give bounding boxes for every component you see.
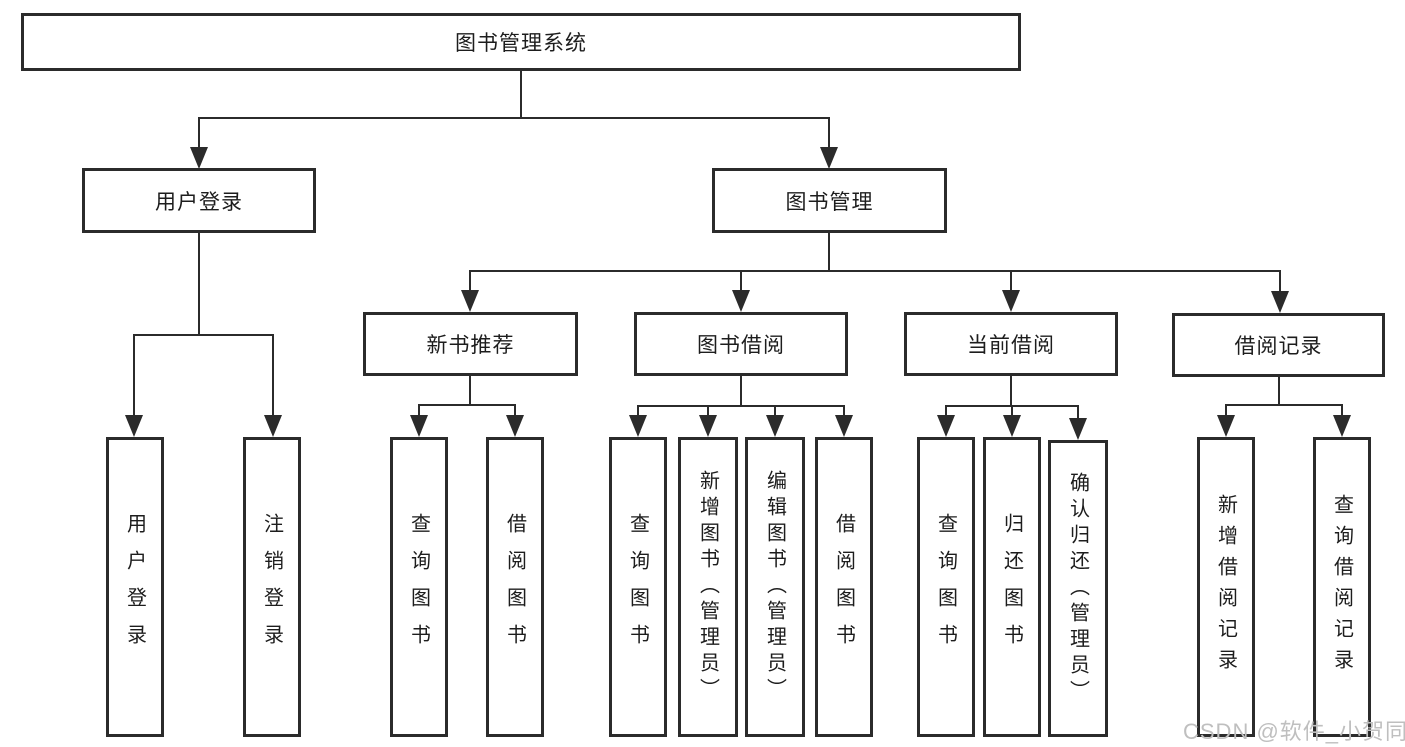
leaf-current-confirm-return-admin: 确认归还（管理员） xyxy=(1048,440,1108,737)
node-root-label: 图书管理系统 xyxy=(455,32,587,55)
leaf-records-add-record-label: 新增借阅记录 xyxy=(1214,494,1237,680)
leaf-borrowing-add-books-admin-label: 新增图书（管理员） xyxy=(696,470,719,704)
node-user-login-label: 用户登录 xyxy=(155,190,243,214)
leaf-records-add-record: 新增借阅记录 xyxy=(1197,437,1255,737)
node-book-management-label: 图书管理 xyxy=(785,190,874,214)
leaf-recommend-borrow-books-label: 借阅图书 xyxy=(503,513,526,661)
leaf-borrowing-query-books-label: 查询图书 xyxy=(626,513,649,661)
leaf-borrowing-borrow-books: 借阅图书 xyxy=(815,437,873,737)
leaf-logout: 注销登录 xyxy=(243,437,301,737)
leaf-current-query-books: 查询图书 xyxy=(917,437,975,737)
leaf-records-query-record: 查询借阅记录 xyxy=(1313,437,1371,737)
leaf-borrowing-add-books-admin: 新增图书（管理员） xyxy=(678,437,738,737)
node-book-borrowing: 图书借阅 xyxy=(634,312,848,376)
leaf-user-login-label: 用户登录 xyxy=(123,513,146,661)
leaf-recommend-borrow-books: 借阅图书 xyxy=(486,437,544,737)
leaf-borrowing-query-books: 查询图书 xyxy=(609,437,667,737)
leaf-current-return-books-label: 归还图书 xyxy=(1000,513,1023,661)
node-book-borrowing-label: 图书借阅 xyxy=(697,334,785,357)
leaf-borrowing-edit-books-admin: 编辑图书（管理员） xyxy=(745,437,805,737)
node-borrowing-records-label: 借阅记录 xyxy=(1234,335,1323,358)
leaf-logout-label: 注销登录 xyxy=(260,513,283,661)
leaf-borrowing-edit-books-admin-label: 编辑图书（管理员） xyxy=(763,470,786,704)
leaf-recommend-query-books: 查询图书 xyxy=(390,437,448,737)
node-current-borrowing-label: 当前借阅 xyxy=(967,334,1055,357)
node-borrowing-records: 借阅记录 xyxy=(1172,313,1385,377)
node-new-book-recommend-label: 新书推荐 xyxy=(426,334,515,357)
leaf-current-return-books: 归还图书 xyxy=(983,437,1041,737)
leaf-records-query-record-label: 查询借阅记录 xyxy=(1330,494,1353,680)
node-current-borrowing: 当前借阅 xyxy=(904,312,1118,376)
node-new-book-recommend: 新书推荐 xyxy=(363,312,578,376)
node-user-login: 用户登录 xyxy=(82,168,316,233)
node-book-management: 图书管理 xyxy=(712,168,947,233)
node-root: 图书管理系统 xyxy=(21,13,1021,71)
leaf-user-login: 用户登录 xyxy=(106,437,164,737)
watermark: CSDN @软件_小贺同学 xyxy=(1183,719,1405,744)
leaf-borrowing-borrow-books-label: 借阅图书 xyxy=(832,513,855,661)
leaf-recommend-query-books-label: 查询图书 xyxy=(407,513,430,661)
leaf-current-confirm-return-admin-label: 确认归还（管理员） xyxy=(1066,471,1089,706)
leaf-current-query-books-label: 查询图书 xyxy=(934,513,957,661)
